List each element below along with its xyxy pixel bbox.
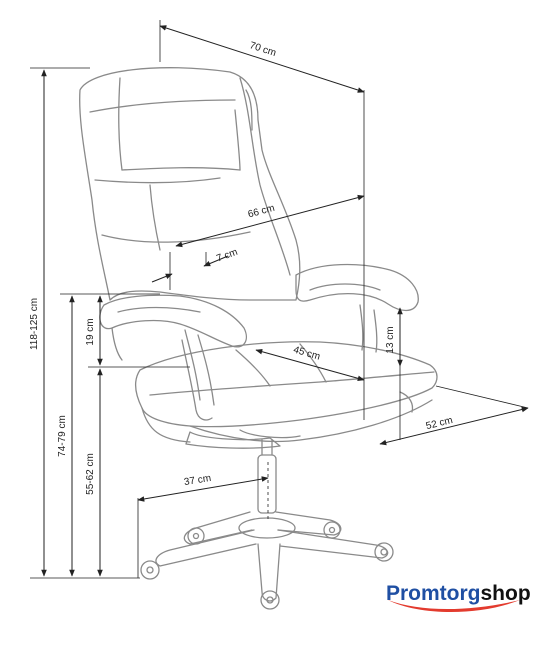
right-armrest — [295, 263, 419, 312]
dim-line-37 — [137, 476, 269, 502]
dim-line-66 — [175, 194, 365, 248]
star-base — [155, 511, 389, 602]
gas-lift — [257, 454, 277, 514]
left-armrest — [99, 294, 247, 348]
dimension-labels: 70 cm 66 cm 7 cm 118-125 cm 74-79 cm 19 … — [29, 40, 454, 495]
promtorgshop-logo: Promtorgshop — [386, 582, 531, 612]
dimension-lines — [30, 20, 529, 579]
label-total-height: 118-125 cm — [29, 298, 40, 350]
label-seat-height: 55-62 cm — [85, 453, 96, 495]
logo-brand-text: Promtorg — [386, 582, 481, 605]
dim-line-45 — [255, 348, 365, 382]
chair-outline — [79, 67, 438, 610]
logo-swoosh-icon — [388, 600, 520, 612]
svg-text:Promtorgshop: Promtorgshop — [386, 582, 531, 605]
dim-line-52 — [379, 406, 529, 446]
label-base-radius: 37 cm — [183, 473, 212, 488]
logo-suffix-text: shop — [481, 582, 531, 605]
seat-cushion — [134, 341, 438, 428]
label-seat-width: 45 cm — [292, 345, 321, 363]
casters — [140, 521, 394, 610]
label-armrest-height: 74-79 cm — [57, 415, 68, 457]
label-seat-to-back-depth: 66 cm — [247, 203, 276, 221]
label-armrest-above-seat: 19 cm — [85, 318, 96, 345]
dim-line-7 — [151, 273, 173, 283]
backrest — [79, 67, 301, 301]
label-armrest-to-seat: 13 cm — [385, 326, 396, 353]
label-armrest-width: 7 cm — [215, 247, 239, 265]
dim-line-70 — [159, 25, 365, 93]
